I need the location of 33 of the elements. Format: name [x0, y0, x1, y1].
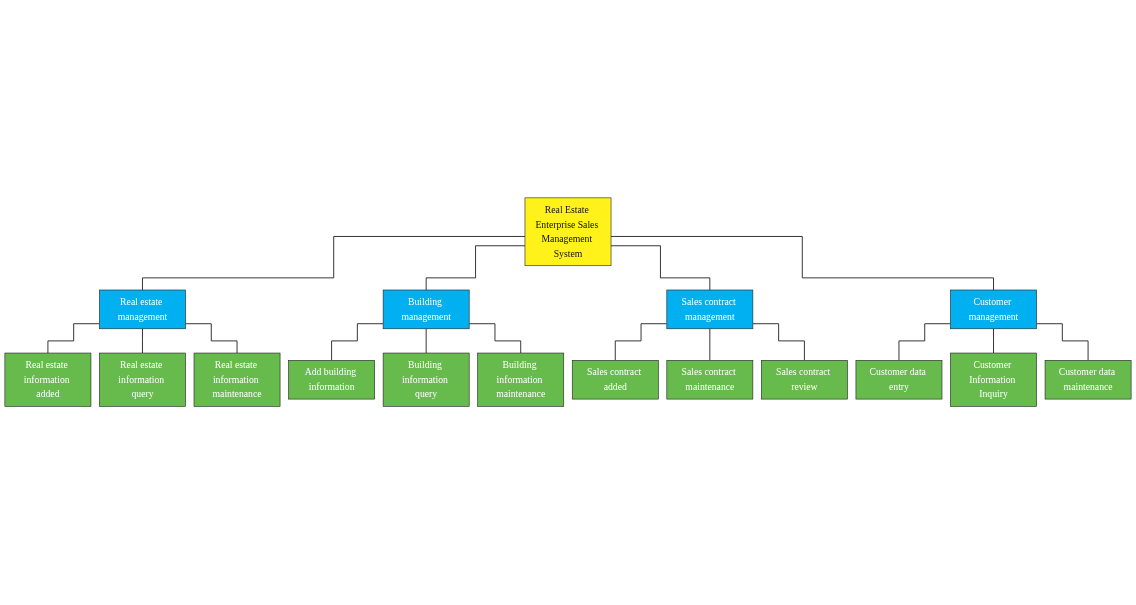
node-box: Sales contract maintenance — [666, 360, 754, 400]
node-box: Building management — [382, 290, 470, 330]
connector — [610, 245, 711, 291]
connector — [47, 323, 100, 354]
node-box: Customer data maintenance — [1044, 360, 1132, 400]
connector — [142, 236, 526, 291]
connector — [331, 323, 384, 362]
node-box: Real estate information added — [4, 353, 92, 408]
node-box: Sales contract management — [666, 290, 754, 330]
connector — [610, 236, 994, 291]
node-box: Sales contract added — [571, 360, 659, 400]
connector — [425, 245, 526, 291]
connector — [185, 323, 238, 354]
connector — [709, 328, 711, 362]
connector — [142, 328, 143, 354]
connector — [752, 323, 805, 362]
connector — [614, 323, 668, 362]
node-box: Customer management — [950, 290, 1037, 330]
node-box: Sales contract review — [761, 360, 848, 400]
node-box: Add building information — [288, 360, 375, 400]
connector — [468, 323, 522, 354]
connector — [425, 328, 427, 354]
node-box: Building information maintenance — [477, 353, 565, 408]
connector — [898, 323, 951, 362]
node-box: Building information query — [382, 353, 470, 408]
node-box: Customer data entry — [855, 360, 943, 400]
node-box: Real estate management — [99, 290, 186, 330]
connector — [1036, 323, 1089, 362]
node-box: Real estate information maintenance — [193, 353, 281, 408]
connector — [993, 328, 994, 354]
node-box: Real Estate Enterprise Sales Management System — [524, 197, 612, 267]
node-box: Customer Information Inquiry — [950, 353, 1037, 408]
node-box: Real estate information query — [99, 353, 186, 408]
